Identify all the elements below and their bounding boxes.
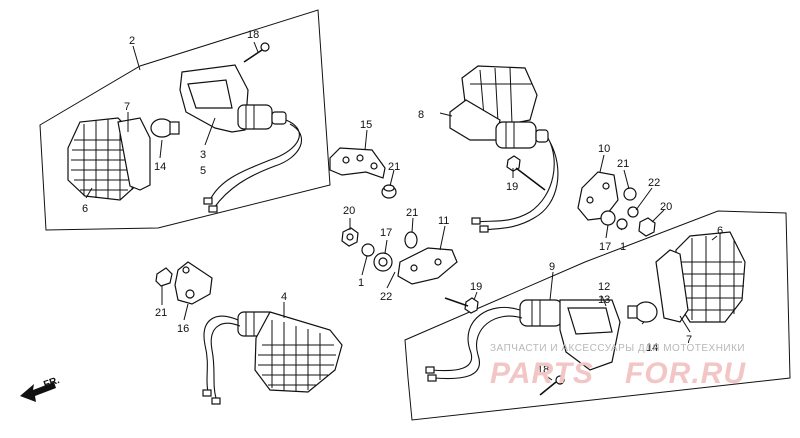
grommet-21-center — [404, 231, 418, 249]
callout-4: 4 — [281, 291, 287, 303]
callout-5: 5 — [200, 165, 206, 177]
callout-19-upper: 19 — [506, 181, 518, 193]
callout-21-right: 21 — [617, 158, 629, 170]
front-right-housing — [519, 299, 621, 371]
front-left-connector-b — [211, 397, 221, 405]
rear-right-bolt — [506, 155, 546, 191]
callout-7-right: 7 — [686, 334, 692, 346]
watermark-logo-right: FOR.RU — [625, 357, 746, 390]
rear-right-connector-b — [479, 225, 489, 233]
callout-12: 12 — [598, 281, 610, 293]
nut-20-right — [638, 217, 656, 237]
callout-10: 10 — [598, 143, 610, 155]
front-label: FR. — [42, 375, 61, 391]
bracket-15 — [329, 147, 386, 179]
group-frame-front-right — [404, 210, 791, 421]
front-right-bulb — [627, 301, 658, 323]
callout-17-right: 17 — [599, 241, 611, 253]
rear-left-screw — [243, 42, 270, 63]
callout-1-right: 1 — [620, 241, 626, 253]
front-left-signal — [237, 311, 343, 393]
callout-7-left: 7 — [124, 101, 130, 113]
callout-21-center: 21 — [406, 207, 418, 219]
callout-16: 16 — [177, 323, 189, 335]
callout-19-lower: 19 — [470, 281, 482, 293]
front-right-gasket — [655, 249, 689, 323]
leader-lines — [85, 41, 718, 381]
callout-9: 9 — [549, 261, 555, 273]
front-direction-indicator: FR. — [20, 375, 61, 402]
collar-1-right — [616, 218, 628, 230]
callout-21-lower: 21 — [155, 307, 167, 319]
bracket-16 — [174, 261, 213, 305]
front-right-wires — [431, 306, 523, 380]
callout-14-left: 14 — [154, 161, 166, 173]
callout-3: 3 — [200, 149, 206, 161]
callout-18-bottom: 18 — [537, 364, 549, 376]
rear-left-connector-b — [208, 205, 218, 213]
rear-right-connector-a — [471, 217, 481, 225]
callout-20-right: 20 — [660, 201, 672, 213]
callout-8: 8 — [418, 109, 424, 121]
callout-14-right: 14 — [646, 342, 658, 354]
watermark-caption: ЗАПЧАСТИ И АКСЕССУАРЫ ДЛЯ МОТОТЕХНИКИ — [490, 343, 745, 354]
collar-1-center — [361, 243, 375, 257]
rear-left-gasket — [117, 117, 151, 191]
rear-left-wires — [209, 119, 302, 209]
grommet-17-right — [600, 210, 616, 226]
callout-6-left: 6 — [82, 203, 88, 215]
callout-2: 2 — [129, 35, 135, 47]
callout-13: 13 — [598, 294, 610, 306]
grommet-21-upper — [381, 184, 397, 199]
rear-left-housing — [179, 64, 287, 133]
callout-labels: 2 7 14 6 3 5 18 15 21 8 19 10 21 22 20 1… — [82, 29, 723, 376]
watermark: ЗАПЧАСТИ И АКСЕССУАРЫ ДЛЯ МОТОТЕХНИКИ PA… — [490, 343, 746, 390]
rear-left-connector-a — [203, 197, 213, 205]
callout-11: 11 — [438, 215, 449, 227]
front-right-screw — [539, 375, 565, 396]
callout-22-center: 22 — [380, 291, 392, 303]
rear-right-wires — [477, 137, 559, 231]
bracket-11 — [397, 247, 458, 285]
grommet-17-center — [373, 252, 393, 272]
grommet-22-right — [627, 206, 639, 218]
front-right-connector-a — [425, 366, 435, 374]
group-frame-rear-left — [39, 9, 331, 231]
callout-20-center: 20 — [343, 205, 355, 217]
callout-18-top: 18 — [247, 29, 259, 41]
front-right-connector-b — [427, 374, 437, 382]
nut-20-center — [341, 227, 359, 247]
front-left-wires — [203, 315, 241, 399]
front-right-bolt — [444, 297, 479, 314]
bracket-10 — [577, 171, 619, 221]
callout-21-upper: 21 — [388, 161, 400, 173]
callout-6-right: 6 — [717, 225, 723, 237]
grommet-21-right — [623, 187, 637, 201]
callout-22-right: 22 — [648, 177, 660, 189]
rear-right-signal — [449, 65, 549, 149]
rear-left-bulb — [150, 118, 180, 138]
callout-15: 15 — [360, 119, 372, 131]
callout-17-center: 17 — [380, 227, 392, 239]
grommet-21-lower — [155, 267, 173, 287]
front-arrow-icon — [20, 382, 56, 402]
callout-1-center: 1 — [358, 277, 364, 289]
front-left-connector-a — [202, 389, 212, 397]
watermark-logo-left: PARTS — [490, 357, 594, 390]
